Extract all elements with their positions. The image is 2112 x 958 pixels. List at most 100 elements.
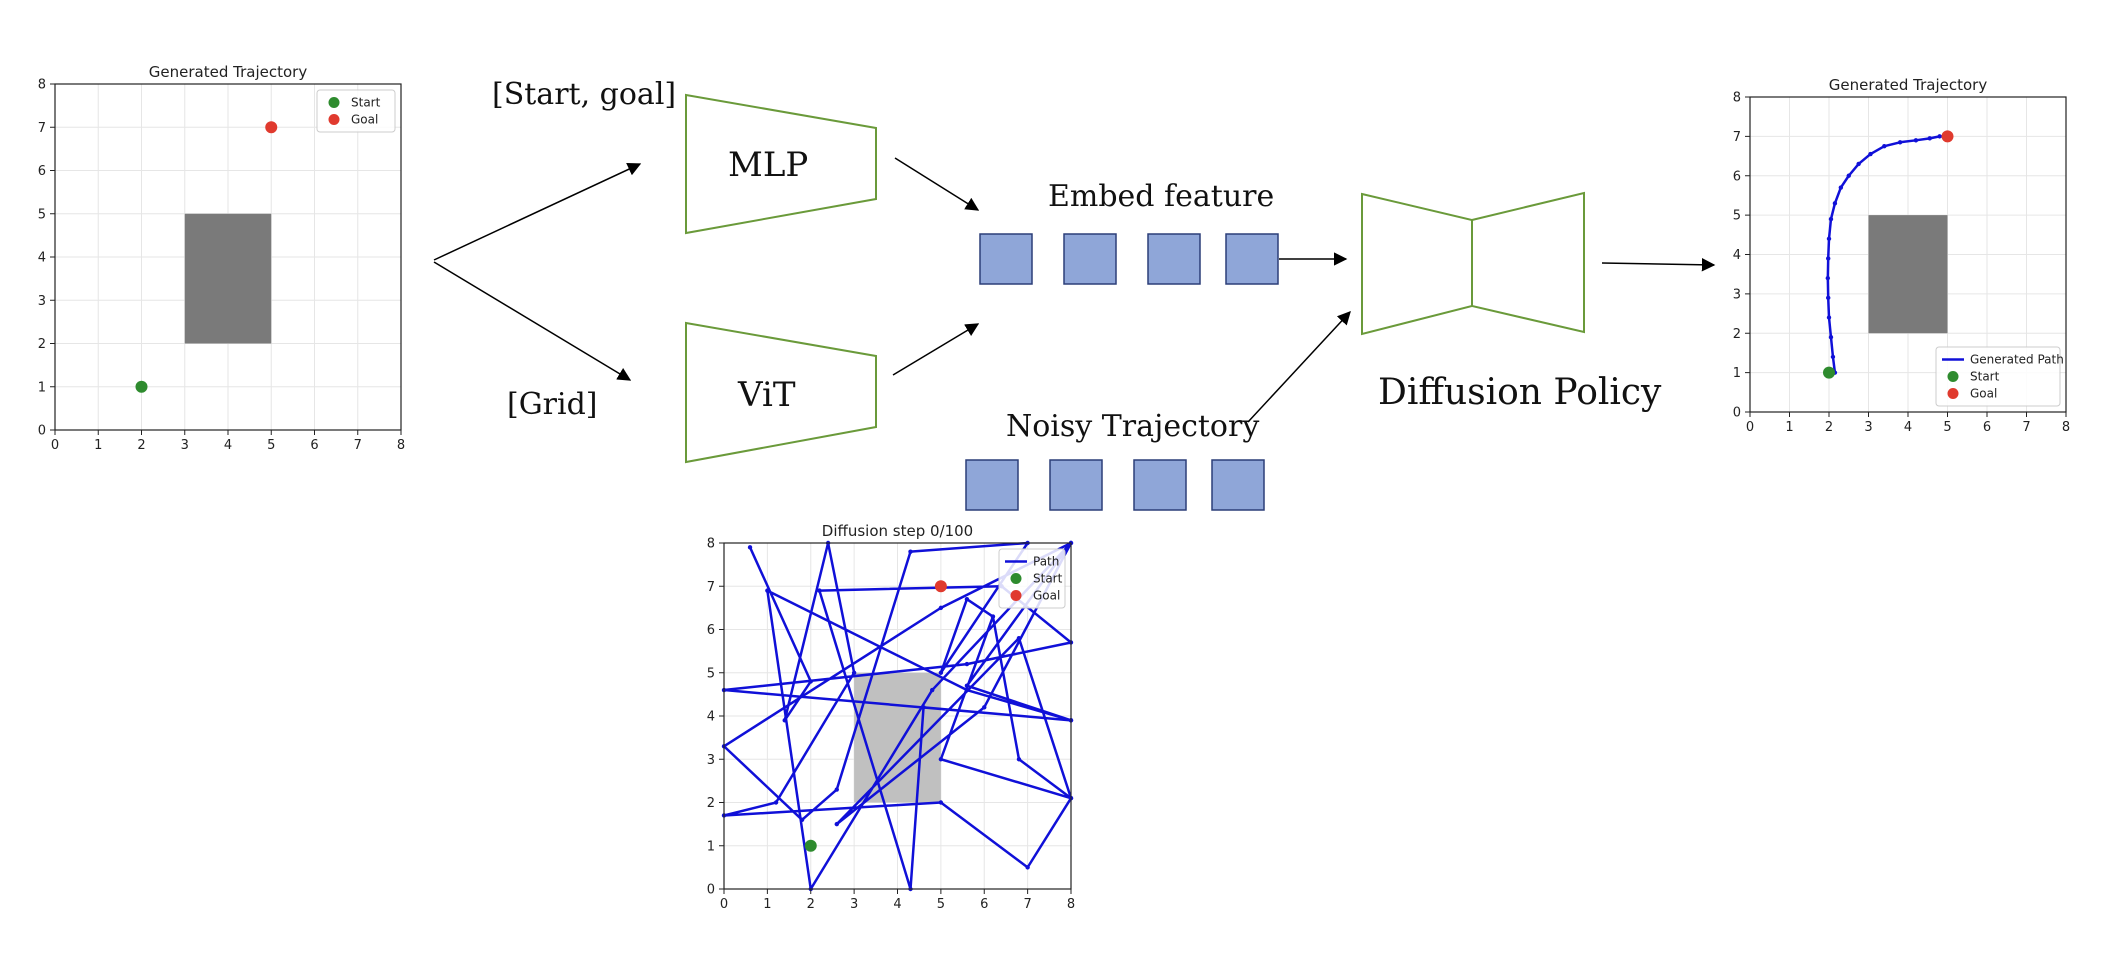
- y-tick-label: 1: [1733, 366, 1741, 381]
- y-tick-label: 2: [38, 337, 46, 352]
- path-point: [1828, 334, 1834, 340]
- diffusion-policy-label: Diffusion Policy: [1378, 372, 1662, 413]
- y-tick-label: 2: [707, 796, 715, 811]
- y-tick-label: 8: [1733, 91, 1741, 106]
- y-tick-label: 1: [38, 380, 46, 395]
- x-tick-label: 5: [267, 438, 275, 453]
- legend-swatch: [1010, 573, 1022, 584]
- path-series: [721, 540, 1074, 892]
- x-tick-label: 7: [2022, 420, 2030, 435]
- y-tick-label: 0: [707, 883, 715, 898]
- path-point: [1016, 635, 1022, 641]
- goal-point: [1941, 130, 1954, 143]
- path-point: [1868, 151, 1873, 157]
- noisy-tokens: [965, 459, 1265, 511]
- path-point: [908, 549, 913, 554]
- legend-label: Path: [1033, 555, 1059, 569]
- start-goal-label: [Start, goal]: [492, 77, 676, 112]
- y-tick-label: 0: [38, 424, 46, 439]
- path-point: [1016, 757, 1022, 762]
- path-point: [964, 597, 970, 602]
- legend-swatch: [1010, 590, 1022, 601]
- mlp-label: MLP: [728, 145, 808, 185]
- x-tick-label: 3: [850, 897, 858, 912]
- x-tick-label: 7: [354, 438, 362, 453]
- x-tick-label: 7: [1023, 897, 1031, 912]
- x-tick-label: 1: [763, 897, 771, 912]
- goal-point: [265, 121, 278, 134]
- obstacle: [184, 213, 272, 344]
- x-tick-label: 4: [1904, 420, 1912, 435]
- y-tick-label: 8: [707, 537, 715, 552]
- y-tick-label: 4: [38, 251, 46, 266]
- path-point: [1828, 216, 1834, 222]
- path-point: [808, 679, 813, 684]
- y-tick-label: 4: [1733, 248, 1741, 263]
- x-tick-label: 2: [1825, 420, 1833, 435]
- start-point: [135, 380, 148, 393]
- path-line: [722, 541, 1073, 891]
- embed-token: [1147, 233, 1201, 285]
- y-tick-label: 6: [1733, 169, 1741, 184]
- path-point: [782, 718, 787, 723]
- x-tick-label: 5: [1943, 420, 1951, 435]
- x-tick-label: 1: [94, 438, 102, 453]
- legend-label: Goal: [351, 113, 378, 127]
- arrow-policy-to-output: [1601, 258, 1716, 272]
- y-tick-label: 7: [1733, 130, 1741, 145]
- path-point: [1856, 161, 1861, 167]
- embed-token: [1225, 233, 1279, 285]
- path-point: [1826, 236, 1832, 241]
- y-tick-label: 6: [38, 164, 46, 179]
- path-point: [1830, 354, 1836, 360]
- legend-swatch: [1947, 371, 1959, 382]
- noisy-trajectory-label: Noisy Trajectory: [1006, 409, 1259, 444]
- legend-swatch: [328, 114, 340, 125]
- path-point: [1825, 275, 1831, 281]
- path-point: [1937, 134, 1942, 139]
- vit-label: ViT: [737, 375, 796, 415]
- path-point: [773, 800, 779, 805]
- path-point: [982, 705, 987, 710]
- start-point: [804, 839, 817, 852]
- path-point: [1826, 315, 1832, 320]
- y-tick-label: 5: [1733, 209, 1741, 224]
- x-tick-label: 6: [1983, 420, 1991, 435]
- y-tick-label: 3: [707, 753, 715, 768]
- path-point: [1025, 865, 1030, 870]
- path-point: [938, 670, 944, 675]
- path-point: [1846, 173, 1851, 178]
- noisy-token: [1133, 459, 1187, 511]
- x-tick-label: 0: [51, 438, 59, 453]
- x-tick-label: 8: [397, 438, 405, 453]
- path-point: [1927, 136, 1932, 141]
- goal-point: [934, 580, 947, 593]
- branch-arrows: [433, 163, 642, 381]
- x-tick-label: 4: [224, 438, 232, 453]
- y-tick-label: 6: [707, 623, 715, 638]
- plot-title: Generated Trajectory: [149, 63, 308, 81]
- embed-token: [1063, 233, 1117, 285]
- x-tick-label: 6: [310, 438, 318, 453]
- legend-box: [1935, 346, 2061, 407]
- path-point: [1826, 256, 1831, 261]
- path-point: [799, 817, 805, 822]
- legend-label: Start: [1970, 370, 2000, 384]
- arrow-to-mlp: [433, 163, 642, 261]
- x-tick-label: 1: [1785, 420, 1793, 435]
- path-line: [1826, 135, 1948, 373]
- y-tick-label: 8: [38, 78, 46, 93]
- path-point: [938, 800, 944, 805]
- path-point: [1882, 144, 1887, 149]
- y-tick-label: 4: [707, 710, 715, 725]
- noisy-token: [965, 459, 1019, 511]
- plot-title: Diffusion step 0/100: [822, 522, 973, 540]
- embed-token: [979, 233, 1033, 285]
- y-tick-label: 3: [1733, 287, 1741, 302]
- path-point: [964, 683, 970, 688]
- path-point: [1826, 295, 1831, 301]
